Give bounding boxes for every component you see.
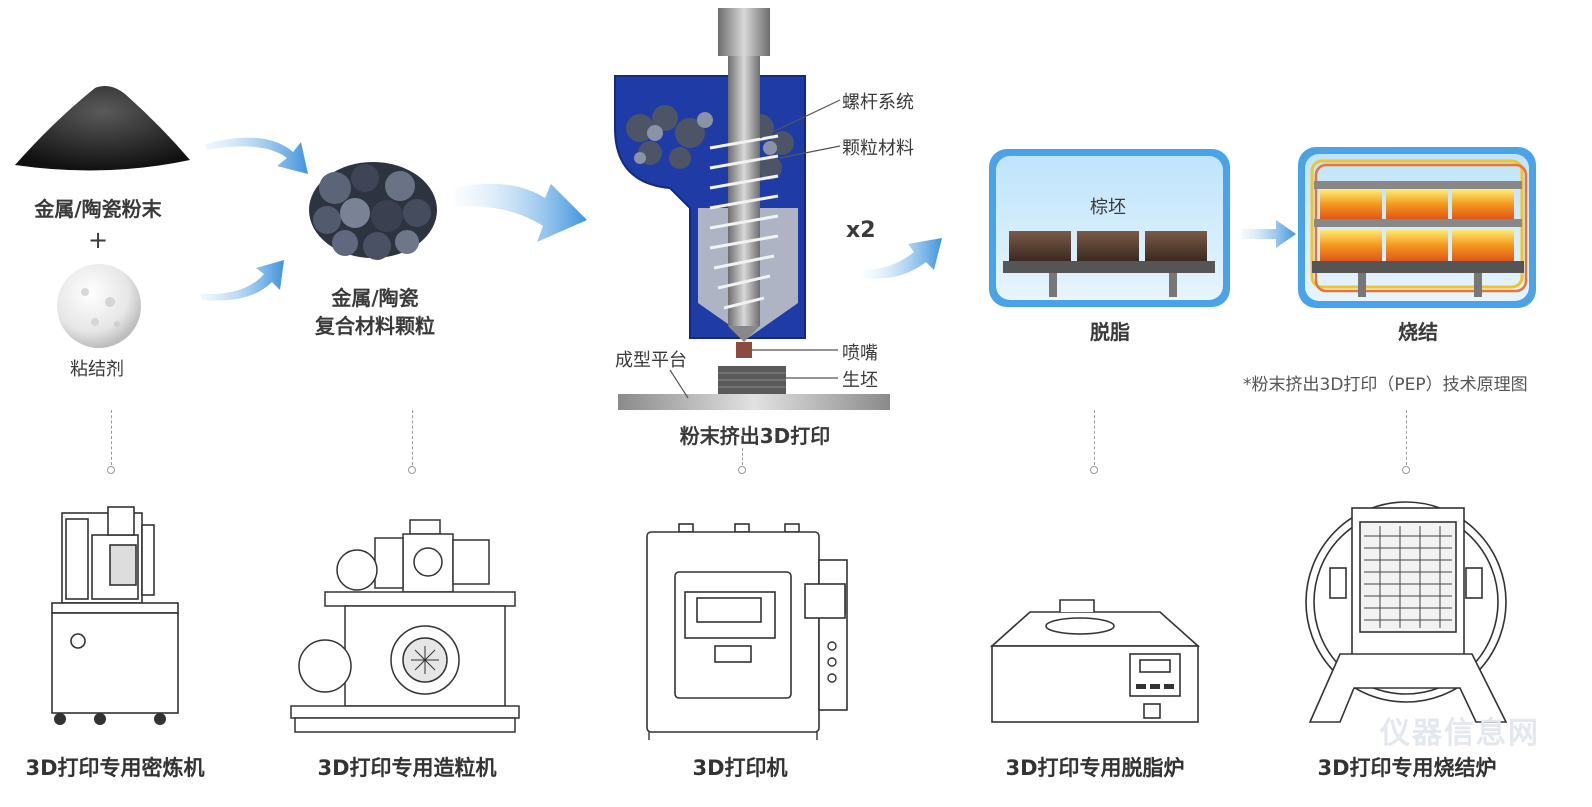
3d-printer-machine-icon — [646, 523, 848, 740]
connector-line — [1406, 410, 1407, 465]
sintering-furnace-machine-icon — [1305, 501, 1508, 723]
internal-mixer-machine-icon — [51, 506, 179, 725]
granule-label-line1: 金属/陶瓷 — [331, 286, 419, 310]
watermark: 仪器信息网 — [1380, 716, 1540, 751]
binder-ball-icon — [57, 264, 141, 348]
connector-dot — [1402, 466, 1410, 474]
multiplier-label: x2 — [846, 218, 876, 243]
sintering-furnace-diagram — [1298, 147, 1536, 308]
machine-label-printer: 3D打印机 — [692, 756, 788, 780]
printer-caption: 粉末挤出3D打印 — [679, 424, 831, 448]
arrow-right-icon — [200, 260, 284, 301]
connector-dot — [738, 466, 746, 474]
machine-label-sintering-furnace: 3D打印专用烧结炉 — [1317, 756, 1497, 780]
connector-dot — [107, 466, 115, 474]
green-part-label: 生坯 — [842, 370, 878, 391]
connector-line — [111, 410, 112, 465]
machine-label-mixer: 3D打印专用密炼机 — [25, 756, 205, 780]
granule-cluster-icon — [309, 162, 437, 260]
metal-powder-label: 金属/陶瓷粉末 — [34, 197, 162, 221]
connector-line — [742, 448, 743, 465]
sintering-caption: 烧结 — [1398, 320, 1438, 344]
plus-sign: + — [88, 226, 109, 254]
nozzle-label: 喷嘴 — [842, 343, 878, 364]
extruder-diagram — [614, 8, 890, 410]
pelletizer-machine-icon — [290, 519, 520, 733]
metal-powder-pile-icon — [15, 86, 190, 171]
arrow-right-icon — [205, 137, 308, 174]
machine-label-debinding-furnace: 3D打印专用脱脂炉 — [1005, 756, 1185, 780]
binder-label: 粘结剂 — [70, 359, 124, 380]
connector-dot — [1090, 466, 1098, 474]
connector-line — [412, 410, 413, 465]
debinding-furnace-diagram — [989, 149, 1230, 307]
granule-material-label: 颗粒材料 — [842, 138, 914, 159]
debinding-caption: 脱脂 — [1090, 320, 1130, 344]
arrow-right-icon — [455, 183, 587, 242]
connector-line — [1094, 410, 1095, 465]
debinding-furnace-machine-icon — [989, 599, 1201, 723]
granule-label-line2: 复合材料颗粒 — [315, 314, 435, 338]
screw-system-label: 螺杆系统 — [842, 92, 914, 113]
brown-part-label: 棕坯 — [1090, 197, 1126, 218]
machine-label-pelletizer: 3D打印专用造粒机 — [317, 756, 497, 780]
connector-dot — [408, 466, 416, 474]
platform-label: 成型平台 — [615, 350, 687, 371]
arrow-right-icon — [1242, 220, 1296, 248]
arrow-right-icon — [862, 238, 942, 279]
footnote: *粉末挤出3D打印（PEP）技术原理图 — [1243, 375, 1528, 395]
